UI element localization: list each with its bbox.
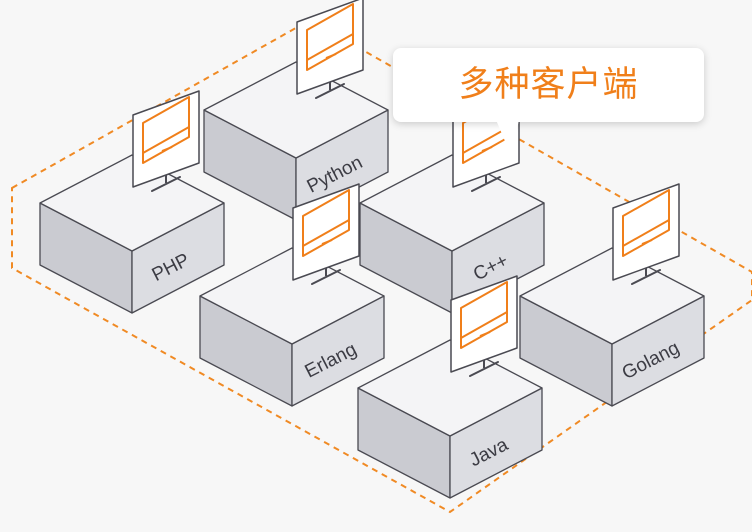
monitor-icon — [450, 275, 518, 377]
monitor-icon — [612, 183, 680, 285]
monitor-icon — [292, 183, 360, 285]
callout-bubble — [393, 48, 704, 122]
client-box-golang: Golang — [519, 183, 705, 407]
monitor-icon — [132, 90, 200, 192]
callout-text: 多种客户端 — [458, 65, 639, 105]
client-box-java: Java — [357, 275, 543, 499]
client-box-erlang: Erlang — [199, 183, 385, 407]
monitor-icon — [296, 0, 364, 99]
client-box-python: Python — [203, 0, 389, 221]
client-box-php: PHP — [39, 90, 225, 314]
